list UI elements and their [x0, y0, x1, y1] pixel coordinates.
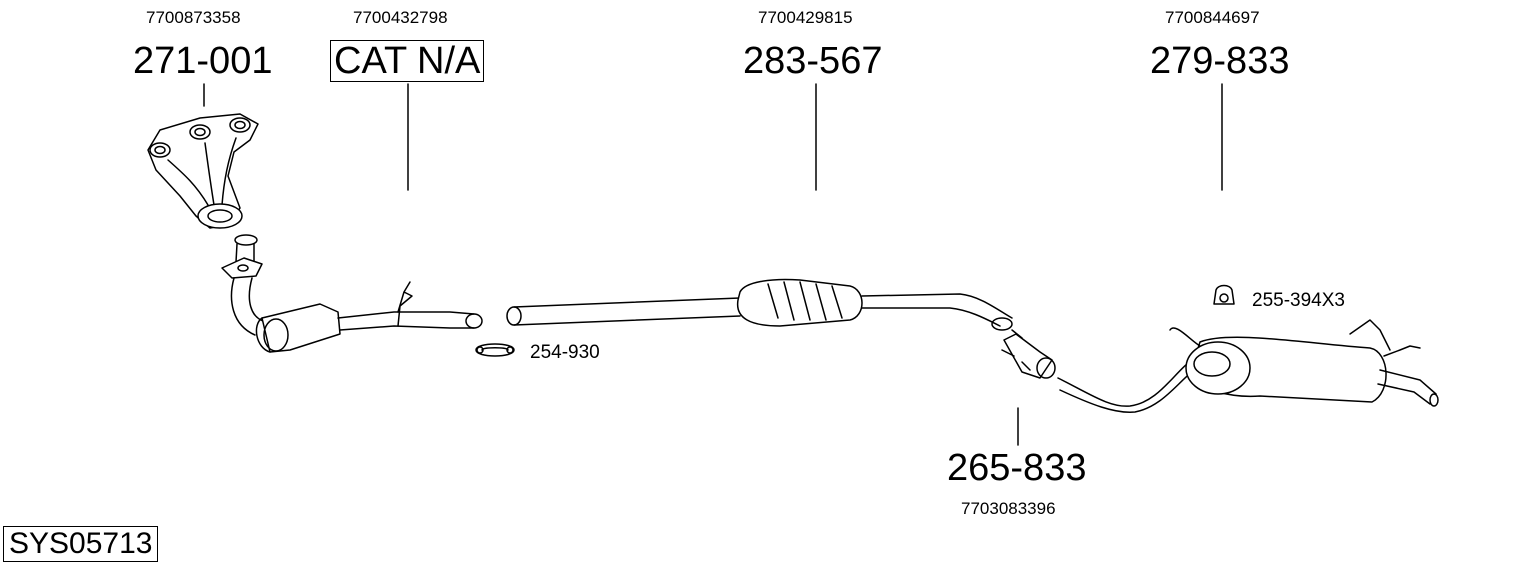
rear-muffler-icon — [1057, 319, 1439, 413]
part-code-connector: 265-833 — [947, 447, 1087, 489]
center-section-icon — [506, 278, 1013, 331]
oe-number-rear-muffler: 7700844697 — [1165, 8, 1260, 27]
accessory-code-rubber-mount: 255-394X3 — [1252, 290, 1345, 311]
exhaust-manifold-icon — [147, 113, 259, 229]
clamp-icon — [475, 343, 515, 357]
system-id-label: SYS05713 — [3, 526, 159, 562]
oe-number-connector: 7703083396 — [961, 499, 1056, 518]
oe-number-center-section: 7700429815 — [758, 8, 853, 27]
catalytic-converter-icon — [221, 234, 483, 353]
rubber-mount-icon — [1213, 284, 1235, 305]
part-code-center-section: 283-567 — [743, 40, 883, 82]
connector-pipe-icon — [1001, 329, 1056, 379]
part-code-catalyst: CAT N/A — [330, 40, 485, 82]
part-code-manifold: 271-001 — [133, 40, 273, 82]
accessory-code-clamp: 254-930 — [530, 342, 600, 363]
oe-number-manifold: 7700873358 — [146, 8, 241, 27]
oe-number-catalyst: 7700432798 — [353, 8, 448, 27]
part-code-rear-muffler: 279-833 — [1150, 40, 1290, 82]
